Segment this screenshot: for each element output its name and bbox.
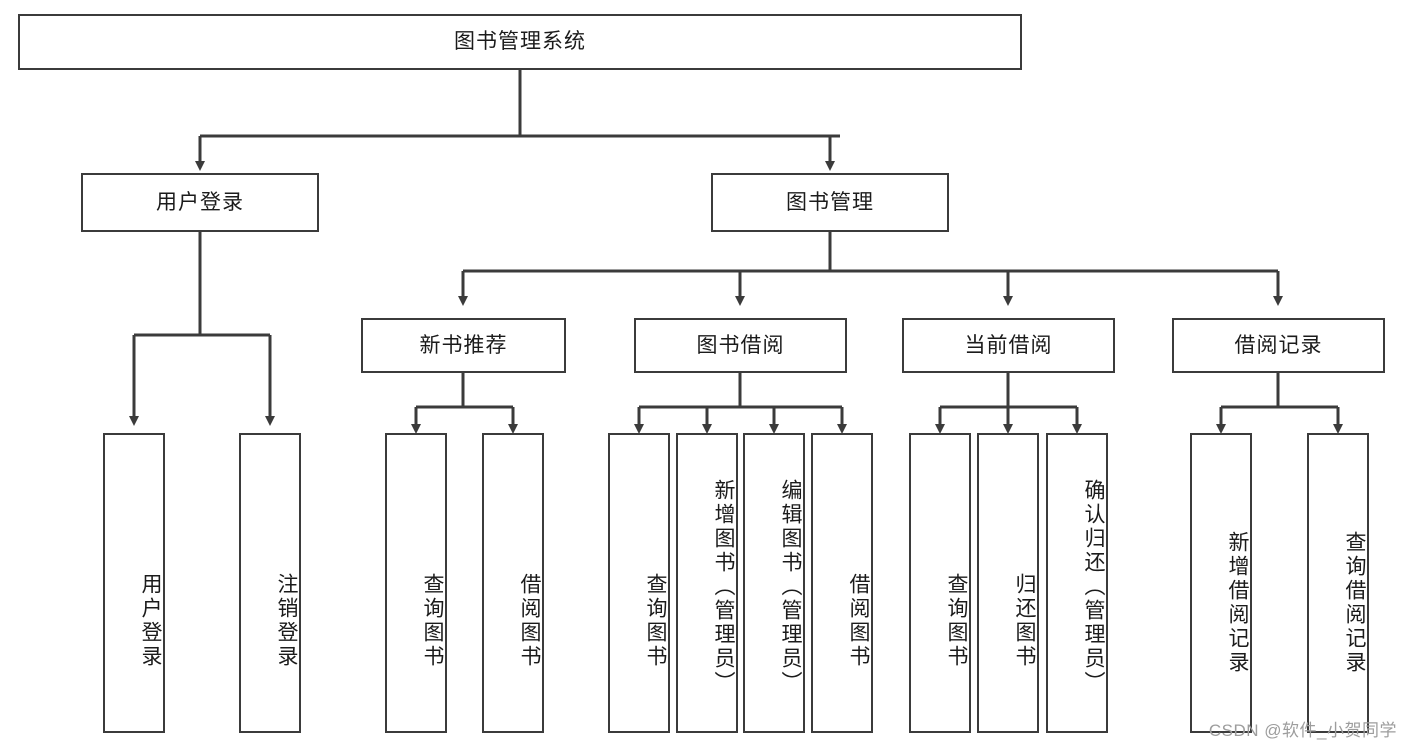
node-current-borrow[interactable]: 当前借阅	[902, 318, 1115, 373]
node-leaf-add-borrow-record[interactable]: 新增借阅记录	[1190, 433, 1252, 733]
node-borrow-record[interactable]: 借阅记录	[1172, 318, 1385, 373]
node-leaf-query-borrow-record-label: 查询借阅记录	[1343, 531, 1366, 675]
node-leaf-query-book-3-label: 查询图书	[945, 572, 968, 669]
node-leaf-user-login-label: 用户登录	[139, 572, 162, 669]
node-book-manage-label: 图书管理	[786, 190, 874, 214]
node-leaf-add-borrow-record-label: 新增借阅记录	[1226, 531, 1249, 675]
node-leaf-query-book-2[interactable]: 查询图书	[608, 433, 670, 733]
node-book-borrow-label: 图书借阅	[696, 333, 785, 357]
watermark-text: CSDN @软件_小贺同学	[1208, 721, 1397, 740]
node-borrow-record-label: 借阅记录	[1234, 333, 1323, 357]
node-leaf-borrow-book-1-label: 借阅图书	[518, 572, 541, 669]
node-leaf-logout-label: 注销登录	[275, 572, 298, 669]
node-leaf-add-book-admin[interactable]: 新增图书（管理员）	[676, 433, 738, 733]
node-leaf-borrow-book-2-label: 借阅图书	[847, 572, 870, 669]
node-root[interactable]: 图书管理系统	[18, 14, 1022, 70]
node-leaf-borrow-book-2[interactable]: 借阅图书	[811, 433, 873, 733]
node-user-login-label: 用户登录	[156, 190, 244, 214]
node-user-login[interactable]: 用户登录	[81, 173, 319, 232]
node-leaf-query-borrow-record[interactable]: 查询借阅记录	[1307, 433, 1369, 733]
node-leaf-borrow-book-1[interactable]: 借阅图书	[482, 433, 544, 733]
node-book-manage[interactable]: 图书管理	[711, 173, 949, 232]
node-leaf-edit-book-admin-label: 编辑图书（管理员）	[779, 479, 802, 695]
node-leaf-query-book-3[interactable]: 查询图书	[909, 433, 971, 733]
node-book-borrow[interactable]: 图书借阅	[634, 318, 847, 373]
node-new-book-rec[interactable]: 新书推荐	[361, 318, 566, 373]
node-leaf-user-login[interactable]: 用户登录	[103, 433, 165, 733]
node-leaf-confirm-return-admin[interactable]: 确认归还（管理员）	[1046, 433, 1108, 733]
node-new-book-rec-label: 新书推荐	[419, 333, 508, 357]
node-leaf-query-book-2-label: 查询图书	[644, 572, 667, 669]
node-leaf-query-book-1[interactable]: 查询图书	[385, 433, 447, 733]
node-leaf-return-book-label: 归还图书	[1013, 572, 1036, 669]
node-current-borrow-label: 当前借阅	[964, 333, 1053, 357]
node-leaf-query-book-1-label: 查询图书	[421, 572, 444, 669]
node-leaf-edit-book-admin[interactable]: 编辑图书（管理员）	[743, 433, 805, 733]
node-root-label: 图书管理系统	[454, 30, 586, 54]
node-leaf-add-book-admin-label: 新增图书（管理员）	[712, 479, 735, 695]
node-leaf-logout[interactable]: 注销登录	[239, 433, 301, 733]
node-leaf-return-book[interactable]: 归还图书	[977, 433, 1039, 733]
node-leaf-confirm-return-admin-label: 确认归还（管理员）	[1082, 479, 1105, 695]
